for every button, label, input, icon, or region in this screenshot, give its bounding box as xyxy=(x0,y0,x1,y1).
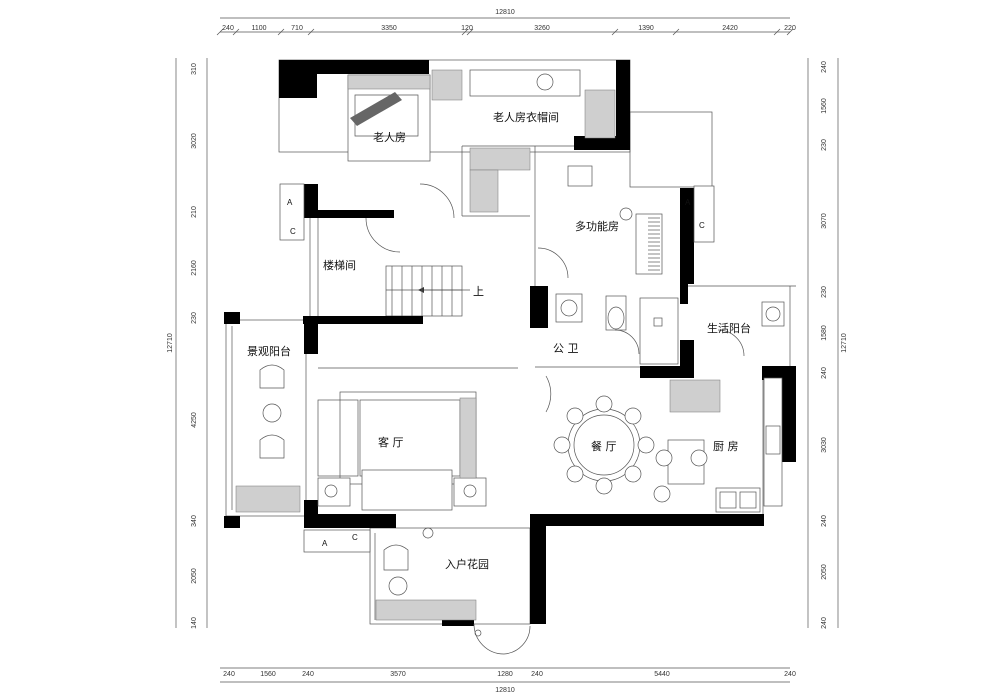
doors xyxy=(365,183,745,655)
bottom-dim-7: 5440 xyxy=(654,671,670,678)
right-dim-9: 240 xyxy=(821,515,828,527)
top-total-dim: 12810 xyxy=(495,9,515,16)
right-dimensions: 240 1560 230 3070 230 1580 240 3030 240 … xyxy=(807,58,848,629)
dimension-tick xyxy=(216,28,224,36)
dimension-tick xyxy=(461,28,469,36)
ac-unit-right: A C xyxy=(685,185,715,243)
elder-closet-cabinets xyxy=(431,69,616,213)
label-up: 上 xyxy=(473,285,484,298)
balcony-chairs xyxy=(235,364,301,513)
label-service-balcony: 生活阳台 xyxy=(707,321,751,335)
bottom-dim-6: 240 xyxy=(531,671,543,678)
room-labels: 老人房 老人房衣帽间 多功能房 楼梯间 上 公 卫 生活阳台 景观阳台 客 厅 … xyxy=(247,110,751,571)
left-dim-7: 340 xyxy=(191,515,198,527)
bottom-dim-4: 3570 xyxy=(390,671,406,678)
entry-garden-furniture xyxy=(375,527,482,637)
right-dim-5: 230 xyxy=(821,286,828,298)
top-dim-8: 2420 xyxy=(722,25,738,32)
left-dim-2: 3020 xyxy=(191,133,198,149)
dimension-tick xyxy=(611,28,619,36)
label-entry-garden: 入户花园 xyxy=(445,557,489,571)
left-dimensions: 310 3020 210 2160 230 4250 340 2050 140 … xyxy=(167,58,208,629)
kitchen-fixtures xyxy=(653,377,783,513)
bottom-dim-1: 240 xyxy=(223,671,235,678)
label-view-balcony: 景观阳台 xyxy=(247,344,291,358)
left-dim-1: 310 xyxy=(191,63,198,75)
ac-label-a-left: A xyxy=(287,198,293,207)
bottom-dim-2: 1560 xyxy=(260,671,276,678)
label-dining: 餐 厅 xyxy=(591,439,617,453)
bottom-dimensions: 240 1560 240 3570 1280 240 5440 240 1281… xyxy=(220,667,796,694)
top-dim-5: 120 xyxy=(461,25,473,32)
label-public-bath: 公 卫 xyxy=(553,342,579,355)
ac-label-a-right: A xyxy=(685,198,691,207)
dimension-tick xyxy=(466,28,474,36)
right-dim-8: 3030 xyxy=(821,437,828,453)
label-multi-room: 多功能房 xyxy=(575,219,619,233)
elder-bed xyxy=(347,74,431,162)
right-dim-4: 3070 xyxy=(821,213,828,229)
right-dim-7: 240 xyxy=(821,367,828,379)
top-dimensions: 12810 240 1100 710 3350 120 3260 1390 24… xyxy=(216,9,796,36)
piano xyxy=(635,213,663,275)
dimension-tick xyxy=(277,28,285,36)
bottom-dim-5: 1280 xyxy=(497,671,513,678)
top-dim-1: 240 xyxy=(222,25,234,32)
bottom-dim-8: 240 xyxy=(784,671,796,678)
label-elder-room: 老人房 xyxy=(373,131,406,144)
ac-unit-entry: A C xyxy=(303,529,371,553)
right-dim-6: 1580 xyxy=(821,325,828,341)
dimension-tick xyxy=(307,28,315,36)
left-total-dim: 12710 xyxy=(167,333,174,353)
dimension-tick xyxy=(672,28,680,36)
ac-unit-left: A C xyxy=(279,183,305,241)
ac-label-c-right: C xyxy=(699,221,705,230)
ac-label-a-entry: A xyxy=(322,539,328,548)
right-dim-1: 240 xyxy=(821,61,828,73)
bottom-dim-3: 240 xyxy=(302,671,314,678)
left-dim-9: 140 xyxy=(191,617,198,629)
top-dim-2: 1100 xyxy=(251,25,266,32)
right-dim-2: 1560 xyxy=(821,98,828,114)
left-dim-6: 4250 xyxy=(191,412,198,428)
top-dim-4: 3350 xyxy=(381,25,397,32)
top-dim-6: 3260 xyxy=(534,25,550,32)
ac-label-c-left: C xyxy=(290,227,296,236)
living-room-furniture xyxy=(317,391,487,511)
ac-label-c-entry: C xyxy=(352,533,358,542)
desk xyxy=(567,165,633,221)
dimension-tick xyxy=(232,28,240,36)
right-dim-10: 2050 xyxy=(821,564,828,580)
staircase xyxy=(385,265,470,317)
dining-table xyxy=(553,395,655,495)
left-dim-4: 2160 xyxy=(191,260,198,276)
label-stairwell: 楼梯间 xyxy=(323,258,356,272)
service-balcony-fixtures xyxy=(669,301,785,413)
bathroom-fixtures xyxy=(555,293,679,365)
top-dim-9: 220 xyxy=(784,25,796,32)
left-dim-3: 210 xyxy=(191,206,198,218)
left-dim-8: 2050 xyxy=(191,568,198,584)
bottom-total-dim: 12810 xyxy=(495,687,515,694)
right-dim-11: 240 xyxy=(821,617,828,629)
label-kitchen: 厨 房 xyxy=(713,440,739,453)
dimension-tick xyxy=(773,28,781,36)
right-total-dim: 12710 xyxy=(841,333,848,353)
top-dim-3: 710 xyxy=(291,25,303,32)
top-dim-7: 1390 xyxy=(638,25,654,32)
left-dim-5: 230 xyxy=(191,312,198,324)
walls xyxy=(224,60,796,626)
dimension-tick xyxy=(786,28,794,36)
label-elder-closet: 老人房衣帽间 xyxy=(493,110,559,124)
label-living: 客 厅 xyxy=(378,435,404,449)
right-dim-3: 230 xyxy=(821,139,828,151)
